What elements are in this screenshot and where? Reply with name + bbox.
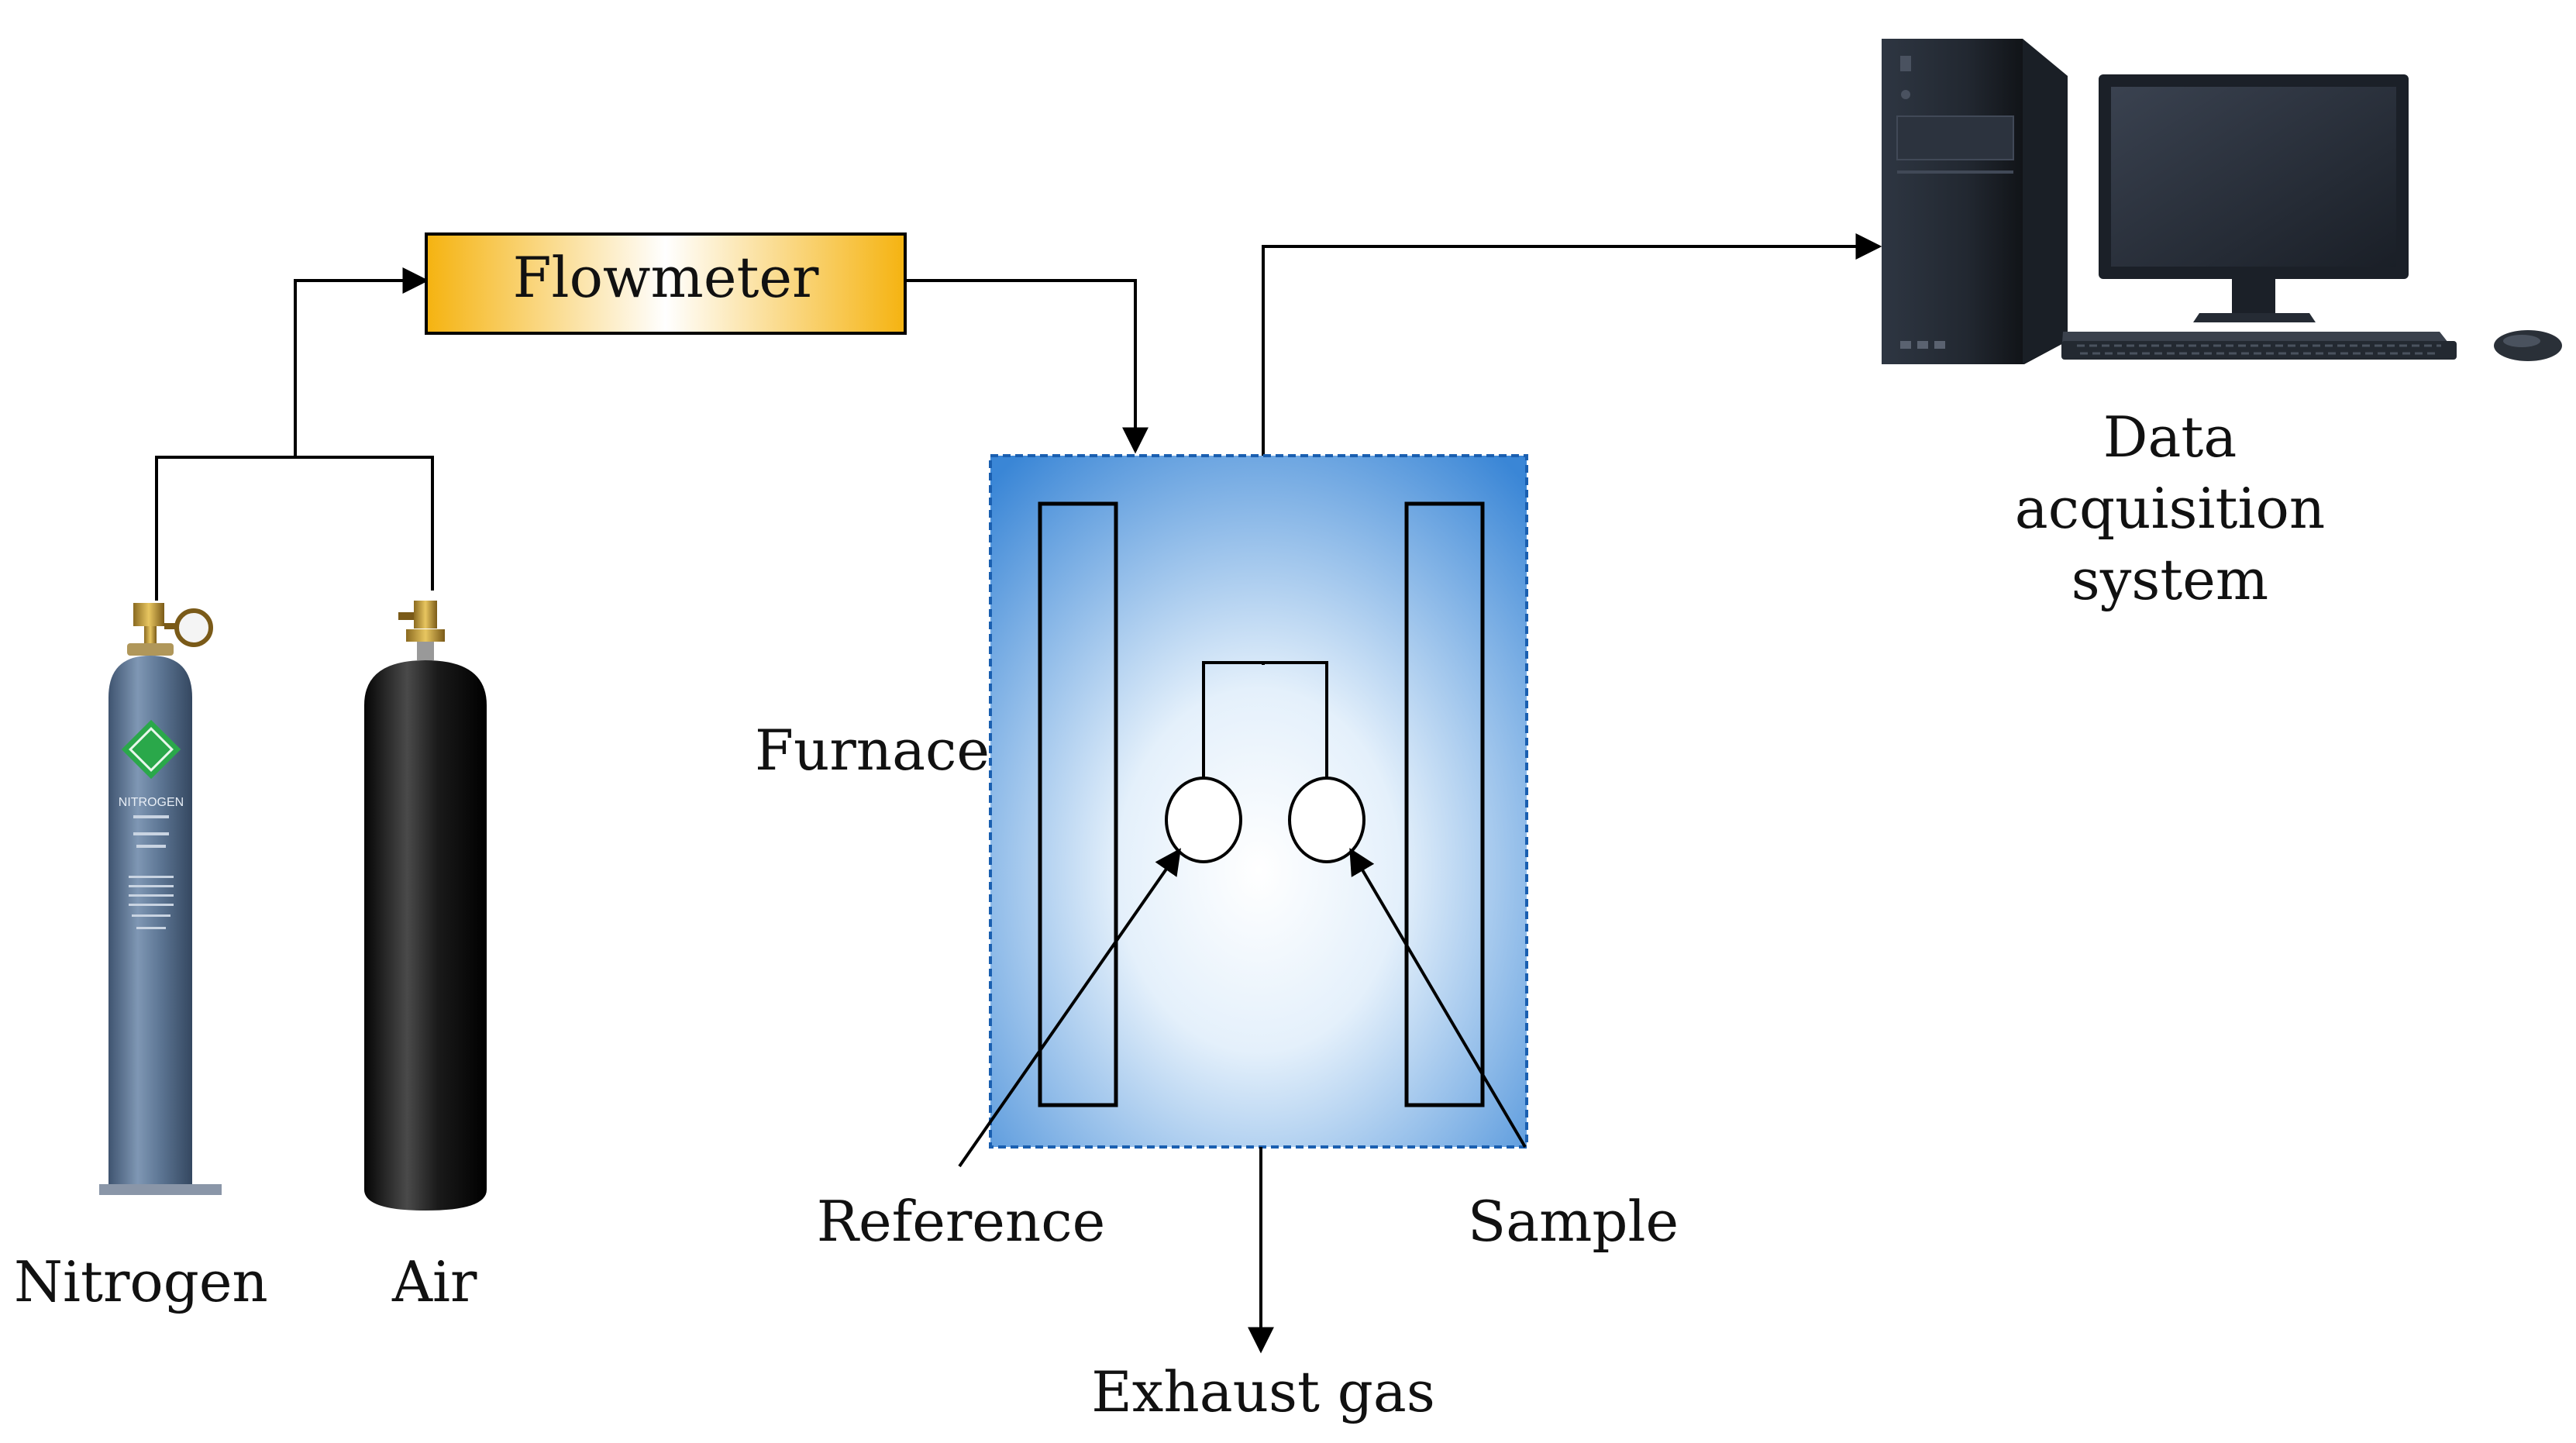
computer-tower-icon (1882, 39, 2068, 364)
reference-label: Reference (816, 1189, 1106, 1254)
heating-element-right (1404, 501, 1485, 1107)
nitrogen-cylinder-icon: NITROGEN (99, 603, 222, 1195)
sample-crucible (1288, 777, 1365, 863)
flowmeter-label: Flowmeter (512, 245, 819, 310)
flowmeter-box (425, 232, 907, 335)
reference-pointer (958, 848, 1181, 1168)
data-acquisition-label: Data acquisition system (1984, 401, 2356, 615)
exhaust-label: Exhaust gas (1091, 1359, 1435, 1424)
das-line-3: system (2071, 547, 2269, 612)
das-line-1: Data (2102, 405, 2237, 470)
mouse-icon (2494, 330, 2562, 361)
sample-pointer (1349, 848, 1527, 1149)
keyboard-icon (2061, 332, 2457, 360)
furnace-label: Furnace (755, 718, 990, 783)
furnace (989, 454, 1528, 1149)
monitor-icon (2099, 74, 2409, 322)
reference-crucible (1165, 777, 1242, 863)
gas-supply-lines (155, 267, 1149, 601)
nitrogen-label: Nitrogen (14, 1249, 268, 1314)
nitrogen-cylinder-text: NITROGEN (119, 796, 184, 809)
heating-element-left (1038, 501, 1118, 1107)
das-line-2: acquisition (2014, 476, 2326, 541)
sample-label: Sample (1467, 1189, 1679, 1254)
air-label: Air (392, 1249, 477, 1314)
air-cylinder-icon (364, 601, 487, 1211)
